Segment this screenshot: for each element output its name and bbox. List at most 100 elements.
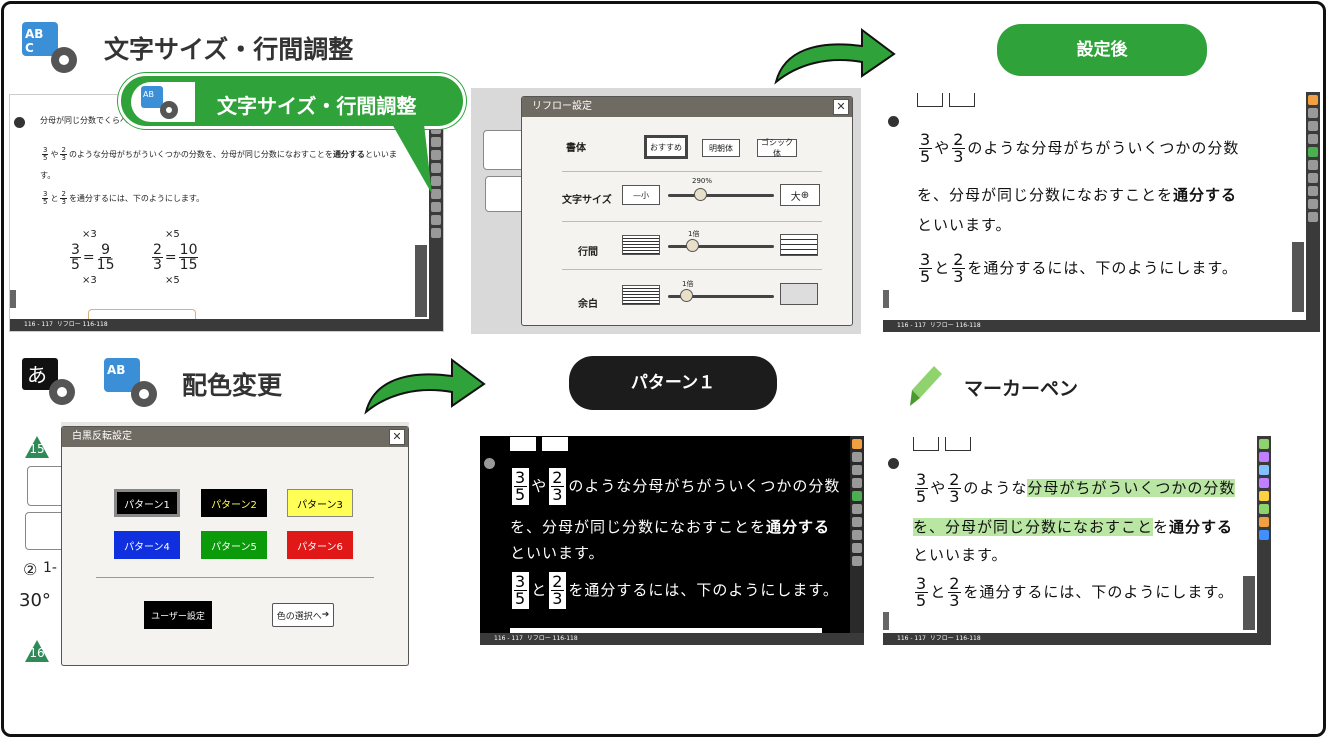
page-tab[interactable]: 116 - 117 (24, 321, 53, 328)
close-icon[interactable]: ✕ (833, 99, 849, 115)
page-marker-icon (888, 458, 899, 469)
feature-callout: AB 文字サイズ・行間調整 (118, 73, 466, 129)
reflow-text-line-3: といいます。 (917, 216, 1012, 234)
problem-text: 1- (43, 560, 57, 576)
spacing-wide-button[interactable] (780, 234, 818, 256)
reflow-tab[interactable]: リフロー 116-118 (929, 635, 981, 642)
answer-boxes (917, 92, 981, 111)
page-prev-handle[interactable] (883, 612, 889, 630)
user-settings-button[interactable]: ユーザー設定 (144, 601, 212, 629)
marker-text-line-2: を、分母が同じ分数になおすことを通分する (913, 518, 1234, 536)
pattern-1-button[interactable]: パターン1 (114, 489, 180, 517)
multiplier-label: ×5 (165, 229, 180, 240)
text-line: 分母が同じ分数でくらべ (40, 116, 128, 125)
reflow-tab[interactable]: リフロー 116-118 (929, 322, 981, 329)
highlight-mark[interactable]: を、分母が同じ分数になおすこと (913, 518, 1154, 536)
reflow-settings-screenshot: リフロー設定 ✕ 書体 おすすめ 明朝体 ゴシック体 文字サイズ — 小 290… (471, 88, 861, 334)
page-tab-bar: 116 - 117 リフロー 116-118 (10, 319, 443, 331)
pattern-5-button[interactable]: パターン5 (201, 531, 267, 559)
font-mincho-button[interactable]: 明朝体 (702, 139, 740, 157)
close-icon[interactable]: ✕ (389, 429, 405, 445)
spacing-slider-knob[interactable] (686, 239, 699, 252)
angle-text: 30° (19, 590, 51, 611)
svg-text:AB: AB (143, 90, 154, 99)
zoom-panel[interactable] (1292, 242, 1304, 312)
svg-text:AB: AB (25, 27, 43, 41)
size-small-button[interactable]: — 小 (622, 185, 660, 205)
callout-pointer (392, 124, 432, 194)
page-tab-bar: 116 - 117 リフロー 116-118 (883, 633, 1271, 645)
multiplier-label: ×3 (82, 229, 97, 240)
reflow-tab[interactable]: リフロー 116-118 (56, 321, 108, 328)
page-tab-bar: 116 - 117 リフロー 116-118 (480, 633, 864, 645)
reflow-tab-icon[interactable] (27, 466, 63, 506)
page-tab[interactable]: 116 - 117 (897, 322, 926, 329)
reflow-tab-icon[interactable] (483, 130, 523, 170)
text-size-settings-icon: AB (141, 86, 178, 119)
size-label: 文字サイズ (562, 195, 612, 206)
tool-sidebar (850, 436, 864, 645)
size-slider[interactable] (668, 194, 774, 197)
invert-tab-icon[interactable] (485, 176, 525, 212)
arrow-right-icon (774, 28, 896, 85)
section-title-text-size: 文字サイズ・行間調整 (104, 35, 354, 64)
page-prev-handle[interactable] (10, 290, 16, 308)
pattern-4-button[interactable]: パターン4 (114, 531, 180, 559)
answer-boxes (510, 436, 574, 455)
highlight-mark[interactable]: 分母がちがういくつかの分数 (1027, 479, 1236, 497)
page-prev-handle[interactable] (883, 290, 889, 308)
spacing-slider[interactable] (668, 245, 774, 248)
size-big-button[interactable]: 大⊕ (780, 184, 820, 206)
text-size-settings-icon: AB (104, 358, 157, 407)
size-slider-knob[interactable] (694, 188, 707, 201)
invert-settings-screenshot: 15 ② 1- 30° 16 白黒反転設定 ✕ パターン1 パターン2 パターン… (17, 422, 409, 666)
font-recommended-button[interactable]: おすすめ (644, 135, 688, 159)
scroll-indicator[interactable] (510, 628, 822, 634)
margin-slider-knob[interactable] (680, 289, 693, 302)
zoom-panel[interactable] (1243, 576, 1255, 630)
zoom-panel[interactable] (415, 245, 427, 317)
after-settings-badge: 設定後 (997, 24, 1207, 76)
tool-sidebar (1306, 92, 1320, 332)
margin-small-button[interactable] (622, 285, 660, 305)
pattern-2-button[interactable]: パターン2 (201, 489, 267, 517)
pattern-6-button[interactable]: パターン6 (287, 531, 353, 559)
reflow-settings-dialog: リフロー設定 ✕ 書体 おすすめ 明朝体 ゴシック体 文字サイズ — 小 290… (521, 96, 853, 326)
page-tab-bar: 116 - 117 リフロー 116-118 (883, 320, 1320, 332)
marker-text-line-3: といいます。 (913, 546, 1008, 564)
reflow-tab[interactable]: リフロー 116-118 (526, 635, 578, 642)
page-marker-icon (484, 458, 495, 469)
pattern-3-button[interactable]: パターン3 (287, 489, 353, 517)
color-select-button[interactable]: 色の選択へ➔ (272, 603, 334, 627)
invert-tab-icon[interactable] (25, 512, 63, 550)
spacing-value: 1倍 (688, 230, 700, 238)
margin-large-button[interactable] (780, 283, 818, 305)
invert-settings-dialog: 白黒反転設定 ✕ パターン1 パターン2 パターン3 パターン4 パターン5 パ… (61, 426, 409, 666)
spacing-narrow-button[interactable] (622, 235, 660, 255)
margin-slider[interactable] (668, 295, 774, 298)
margin-label: 余白 (578, 299, 598, 310)
answer-boxes (913, 436, 977, 455)
page-tab[interactable]: 116 - 117 (494, 635, 523, 642)
text-line: す。 (40, 171, 56, 180)
pattern-badge: パターン１ (569, 356, 777, 410)
problem-number: ② (23, 560, 38, 579)
multiplier-label: ×5 (165, 275, 180, 286)
page-marker-icon (14, 117, 25, 128)
font-gothic-button[interactable]: ゴシック体 (757, 138, 797, 158)
svg-text:C: C (25, 41, 34, 55)
reflow-text-line-2: を、分母が同じ分数になおすことを通分する (917, 186, 1238, 204)
page-tab[interactable]: 116 - 117 (897, 635, 926, 642)
callout-label: 文字サイズ・行間調整 (217, 94, 417, 118)
